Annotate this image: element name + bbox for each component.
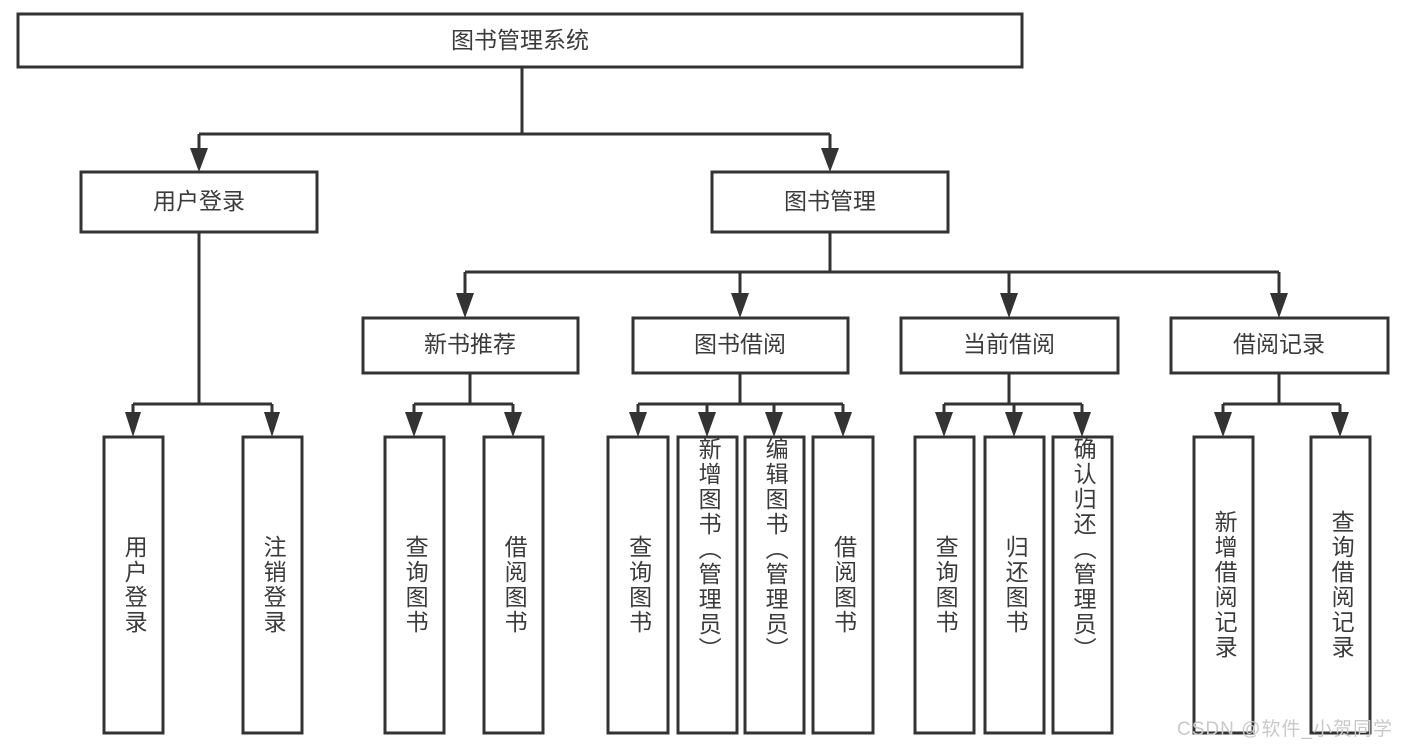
user-login-label: 用户登录 [153, 188, 245, 214]
arrow-to-book-borrow [731, 293, 749, 318]
book-management-label: 图书管理 [784, 188, 876, 214]
current-borrow-label: 当前借阅 [963, 331, 1055, 357]
arrow-newbook-leaf-1 [405, 412, 423, 437]
arrow-login-leaf-1 [125, 412, 141, 437]
arrow-bookborrow-leaf-3 [765, 412, 783, 437]
node-user-login[interactable]: 用户登录 [79, 170, 319, 234]
connector-group-user-login [125, 232, 280, 437]
arrow-to-current-borrow [1000, 293, 1018, 318]
connector-group-current-borrow [935, 373, 1091, 437]
book-borrow-label: 图书借阅 [694, 331, 786, 357]
book-borrow-box[interactable] [631, 316, 850, 375]
arrow-bookborrow-leaf-2 [698, 412, 716, 437]
arrow-currentborrow-leaf-3 [1073, 412, 1091, 437]
connector-group-book-borrow [629, 373, 852, 437]
arrow-login-leaf-2 [264, 412, 280, 437]
new-book-label: 新书推荐 [424, 331, 516, 357]
arrow-currentborrow-leaf-2 [1005, 412, 1023, 437]
leaf-boxes-new-book [383, 435, 545, 735]
arrow-currentborrow-leaf-1 [935, 412, 953, 437]
csdn-watermark: CSDN @软件_小贺同学 [1177, 719, 1393, 740]
connector-group-book-management [456, 232, 1288, 318]
arrow-borrowrecord-leaf-1 [1214, 412, 1232, 437]
arrow-bookborrow-leaf-4 [834, 412, 852, 437]
arrow-to-new-book [456, 293, 474, 318]
leaf-box-new-book-1[interactable] [383, 435, 446, 735]
connector-group-root [190, 67, 839, 172]
arrow-to-borrow-record [1270, 293, 1288, 318]
leaf-boxes-user-login [102, 435, 304, 735]
arrow-to-book-management [821, 148, 839, 172]
leaf-box-current-borrow-2[interactable] [983, 435, 1046, 735]
node-new-book[interactable]: 新书推荐 [361, 316, 580, 375]
leaf-box-new-book-2[interactable] [482, 435, 545, 735]
connector-group-new-book [405, 373, 522, 437]
node-root[interactable]: 图书管理系统 [16, 12, 1024, 69]
arrow-bookborrow-leaf-1 [629, 412, 647, 437]
current-borrow-box[interactable] [899, 316, 1120, 375]
leaf-boxes-current-borrow [913, 435, 1114, 735]
user-login-box[interactable] [79, 170, 319, 234]
node-borrow-record[interactable]: 借阅记录 [1169, 316, 1390, 375]
arrow-borrowrecord-leaf-2 [1331, 412, 1349, 437]
leaf-box-book-borrow-3[interactable] [743, 435, 806, 735]
node-book-management[interactable]: 图书管理 [710, 170, 950, 234]
leaf-boxes-book-borrow [606, 435, 875, 735]
node-current-borrow[interactable]: 当前借阅 [899, 316, 1120, 375]
root-label: 图书管理系统 [451, 27, 589, 53]
leaf-box-borrow-record-1[interactable] [1192, 435, 1255, 735]
leaf-box-current-borrow-1[interactable] [913, 435, 976, 735]
borrow-record-label: 借阅记录 [1233, 331, 1325, 357]
leaf-box-user-login-1[interactable] [102, 435, 165, 735]
arrow-to-user-login [190, 148, 208, 172]
leaf-box-book-borrow-1[interactable] [606, 435, 670, 735]
leaf-box-borrow-record-2[interactable] [1309, 435, 1372, 735]
leaf-box-current-borrow-3[interactable] [1051, 435, 1114, 735]
leaf-box-book-borrow-2[interactable] [676, 435, 739, 735]
arrow-newbook-leaf-2 [504, 412, 522, 437]
book-management-box[interactable] [710, 170, 950, 234]
connector-group-borrow-record [1214, 373, 1349, 437]
leaf-boxes-borrow-record [1192, 435, 1372, 735]
new-book-box[interactable] [361, 316, 580, 375]
leaf-box-user-login-2[interactable] [241, 435, 304, 735]
node-book-borrow[interactable]: 图书借阅 [631, 316, 850, 375]
borrow-record-box[interactable] [1169, 316, 1390, 375]
leaf-box-book-borrow-4[interactable] [811, 435, 875, 735]
root-box[interactable] [16, 12, 1024, 69]
